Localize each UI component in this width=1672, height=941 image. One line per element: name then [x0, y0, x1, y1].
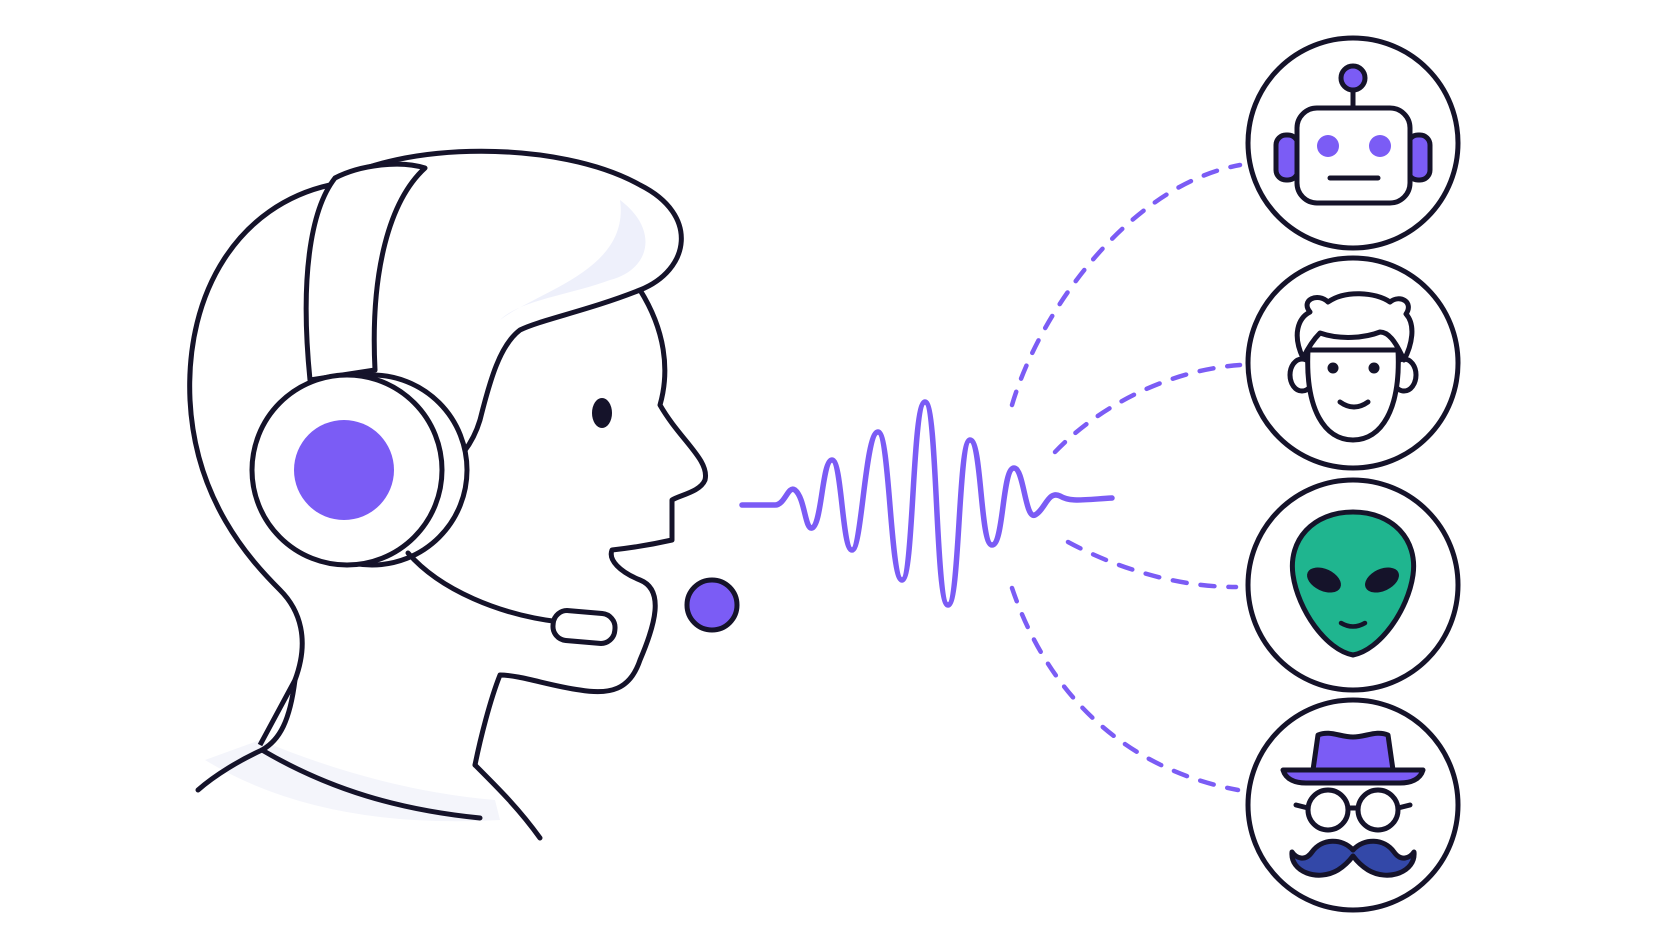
connector-lines	[1009, 162, 1243, 793]
sound-wave-icon	[739, 399, 1115, 608]
alien-icon	[1245, 477, 1461, 693]
boy-face-icon	[1245, 255, 1461, 471]
robot-icon	[1245, 35, 1461, 251]
headset-user-icon	[187, 148, 708, 841]
mic-dot-icon	[684, 577, 740, 633]
spy-disguise-icon	[1245, 697, 1461, 913]
